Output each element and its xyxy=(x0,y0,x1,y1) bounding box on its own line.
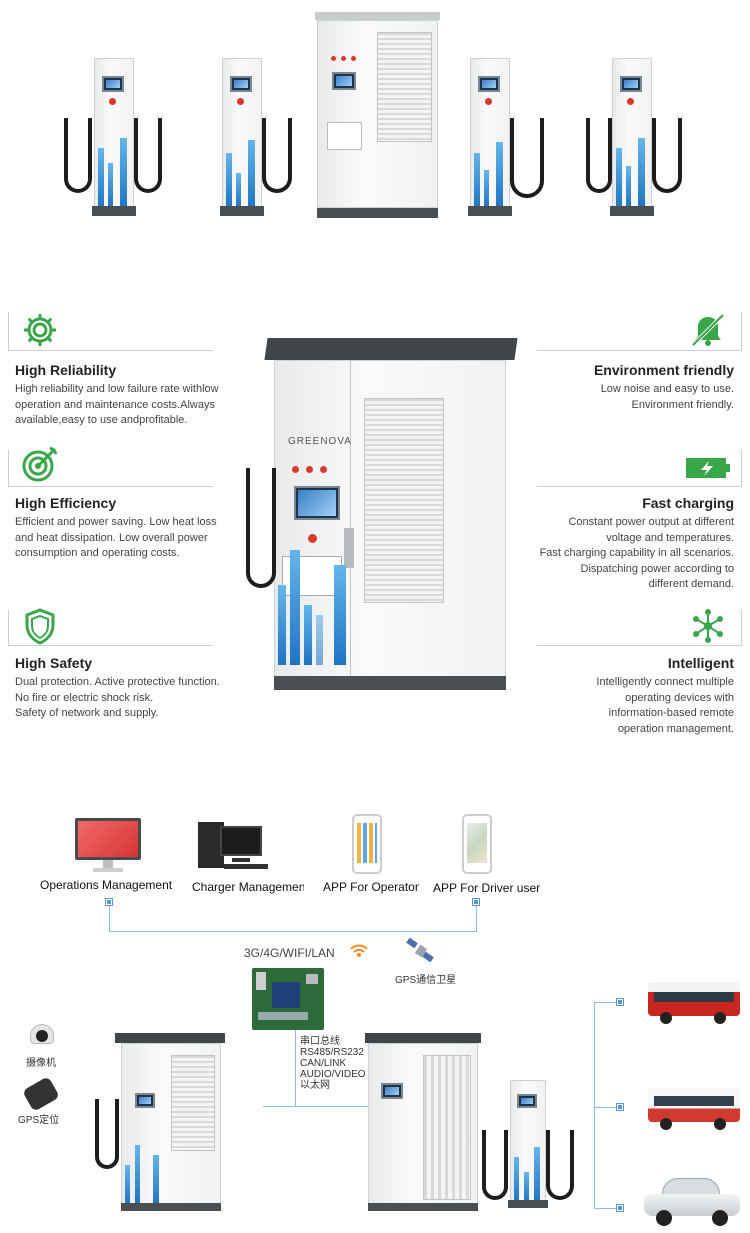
charger-pile-3 xyxy=(450,58,555,218)
cabinet-unit xyxy=(315,12,440,218)
gps-device-icon xyxy=(22,1076,60,1112)
cabinet-center-network xyxy=(365,1033,485,1215)
brand-logo: GREENOVA xyxy=(288,436,352,447)
feature-text-fast-charging: Constant power output at different volta… xyxy=(539,516,734,590)
feature-text-reliability: High reliability and low failure rate wi… xyxy=(15,383,219,426)
charger-pile-1 xyxy=(62,58,167,218)
gps-satellite-label: GPS通信卫星 xyxy=(395,975,457,986)
target-icon xyxy=(20,444,60,484)
bus-icon-1 xyxy=(648,982,740,1024)
camera-icon xyxy=(30,1024,54,1048)
bus-protocols: 串口总线 RS485/RS232 CAN/LINK AUDIO/VIDEO 以太… xyxy=(300,1036,366,1091)
phone-operator-icon xyxy=(352,814,382,874)
monitor-icon xyxy=(75,818,141,876)
mute-bell-icon xyxy=(688,310,728,350)
network-diagram: Operations Management Charger Managemen … xyxy=(0,800,750,1233)
feature-title-reliability: High Reliability xyxy=(15,362,117,378)
gps-locate-label: GPS定位 xyxy=(18,1115,60,1126)
feature-text-environment: Low noise and easy to use. Environment f… xyxy=(600,383,734,411)
label-charger-management: Charger Managemen xyxy=(192,880,304,894)
phone-driver-icon xyxy=(462,814,492,874)
product-lineup xyxy=(0,0,750,230)
comm-label: 3G/4G/WIFI/LAN xyxy=(244,946,335,960)
feature-title-efficiency: High Efficiency xyxy=(15,495,117,511)
bus-icon-2 xyxy=(648,1088,740,1130)
cabinet-left-network xyxy=(95,1033,225,1215)
feature-text-safety: Dual protection. Active protective funct… xyxy=(15,676,220,719)
camera-label: 摄像机 xyxy=(26,1058,56,1069)
car-icon xyxy=(644,1178,740,1226)
label-app-driver: APP For Driver user xyxy=(433,881,541,895)
shield-icon xyxy=(20,606,60,646)
charger-pile-network xyxy=(480,1080,580,1215)
feature-title-intelligent: Intelligent xyxy=(667,655,734,671)
charger-pile-4 xyxy=(582,58,692,218)
battery-charging-icon xyxy=(685,448,731,488)
feature-title-fast-charging: Fast charging xyxy=(642,495,734,511)
features-section: GREENOVA High Reliability High reliabili… xyxy=(0,300,750,740)
cabinet-hero: GREENOVA xyxy=(240,338,520,693)
charger-pile-2 xyxy=(192,58,297,218)
feature-text-efficiency: Efficient and power saving. Low heat los… xyxy=(15,516,217,559)
feature-title-safety: High Safety xyxy=(15,655,93,671)
label-operations-management: Operations Management xyxy=(40,878,173,892)
network-icon xyxy=(688,606,728,646)
wifi-icon xyxy=(350,944,368,963)
satellite-icon xyxy=(405,936,437,971)
control-board-icon xyxy=(252,968,324,1030)
feature-text-intelligent: Intelligently connect multiple operating… xyxy=(596,676,734,735)
feature-title-environment: Environment friendly xyxy=(593,362,734,378)
label-app-operator: APP For Operator xyxy=(323,880,419,894)
desktop-computer-icon xyxy=(198,822,270,872)
gear-icon xyxy=(20,310,60,350)
